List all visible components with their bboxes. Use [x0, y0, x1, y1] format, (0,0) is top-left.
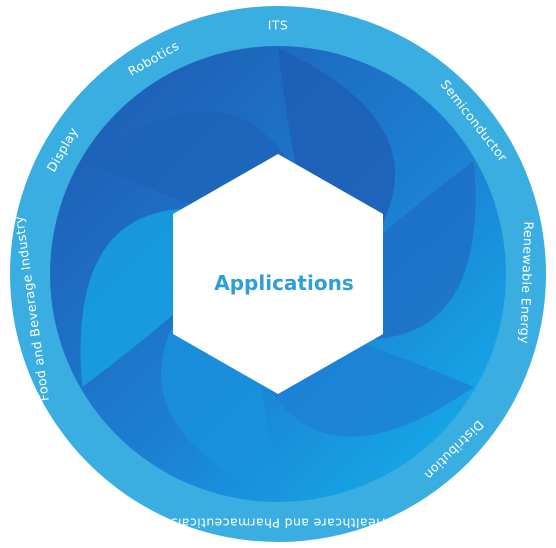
swirl-blade: [160, 224, 278, 501]
segment-label: ITS: [268, 18, 288, 33]
center-hexagon: [173, 154, 383, 394]
segment-label: Healthcare and Pharmaceuticals: [171, 516, 386, 531]
swirl-blade: [278, 48, 396, 324]
center-title: Applications: [214, 271, 353, 295]
segment-label: Renewable Energy: [517, 221, 536, 344]
